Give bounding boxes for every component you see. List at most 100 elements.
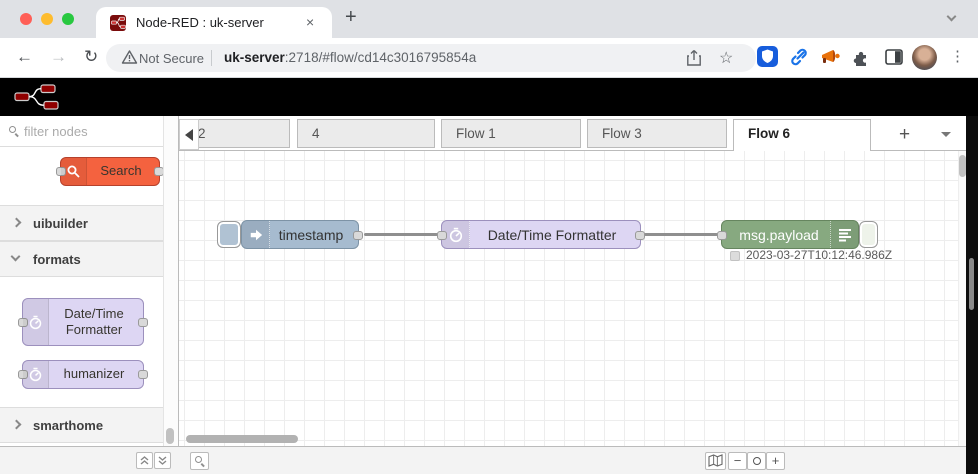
category-label: smarthome (33, 418, 104, 433)
flow-tab-flow6[interactable]: Flow 6 (733, 119, 871, 151)
traffic-minimize-button[interactable] (41, 13, 53, 25)
palette-node-search[interactable]: Search (56, 157, 164, 186)
category-label: formats (33, 252, 81, 267)
palette-category-smarthome[interactable]: smarthome (0, 407, 163, 443)
canvas-horizontal-scrollbar-thumb[interactable] (186, 435, 298, 443)
add-flow-button[interactable]: + (899, 124, 911, 145)
browser-tab[interactable]: Node-RED : uk-server × (96, 7, 332, 38)
node-datetime-formatter[interactable]: Date/Time Formatter (437, 220, 645, 249)
node-label: Date/Time Formatter (487, 226, 617, 243)
forward-button[interactable]: → (50, 47, 67, 66)
wire[interactable] (364, 233, 438, 236)
node-status-indicator (730, 251, 740, 261)
node-status-text: 2023-03-27T10:12:46.986Z (746, 248, 893, 262)
node-label: msg.payload (739, 226, 819, 243)
zoom-out-label: − (733, 453, 742, 468)
workspace: 2 4 Flow 1 Flow 3 Flow 6 + t (178, 116, 967, 474)
tab-close-icon[interactable]: × (306, 14, 315, 30)
node-input-port[interactable] (18, 318, 28, 327)
bitwarden-extension-icon[interactable] (757, 46, 778, 67)
back-button[interactable]: ← (16, 47, 33, 66)
browser-menu-icon[interactable]: ⋮ (950, 48, 965, 65)
node-palette: Search uibuilder formats Date/Time Forma… (0, 116, 164, 446)
new-tab-button[interactable]: + (345, 6, 357, 28)
zoom-in-label: + (771, 453, 780, 468)
palette-filter-row (0, 116, 163, 147)
palette-node-humanizer[interactable]: humanizer (18, 360, 148, 389)
zoom-reset-button[interactable] (747, 452, 766, 470)
node-output-port[interactable] (138, 370, 148, 379)
node-debug-msg-payload[interactable]: msg.payload (717, 220, 859, 249)
address-bar[interactable]: Not Secure uk-server:2718/#flow/cd14c301… (106, 44, 756, 72)
flow-tabs: 2 4 Flow 1 Flow 3 Flow 6 + (199, 116, 967, 151)
node-red-header: Node-RED Deploy (0, 78, 978, 190)
flow-tab-flow3[interactable]: Flow 3 (587, 119, 727, 148)
flow-tab-2[interactable]: 2 (199, 119, 290, 148)
triangle-left-icon (185, 128, 193, 141)
reload-button[interactable]: ↻ (84, 47, 99, 66)
canvas-search-button[interactable] (190, 452, 209, 470)
flow-tab-4[interactable]: 4 (297, 119, 435, 148)
navigator-toggle-button[interactable] (705, 452, 726, 470)
node-output-port[interactable] (353, 231, 363, 240)
window-scrollbar-thumb[interactable] (969, 258, 974, 310)
expand-all-categories-button[interactable] (154, 452, 171, 469)
collapse-all-categories-button[interactable] (136, 452, 153, 469)
palette-node-label: Search (100, 163, 142, 179)
extensions-puzzle-icon[interactable] (852, 47, 872, 67)
node-inject-timestamp[interactable]: timestamp (241, 220, 363, 249)
palette-node-datetime-formatter[interactable]: Date/Time Formatter (18, 298, 148, 346)
palette-scrollbar-thumb[interactable] (166, 428, 174, 444)
chevron-down-icon (10, 251, 21, 262)
browser-tab-title: Node-RED : uk-server (136, 15, 264, 30)
traffic-zoom-button[interactable] (62, 13, 74, 25)
share-icon[interactable] (686, 49, 702, 67)
flow-list-caret-icon[interactable] (941, 132, 951, 137)
flow-tab-flow1[interactable]: Flow 1 (441, 119, 581, 148)
canvas-vertical-scrollbar-thumb[interactable] (959, 155, 966, 177)
flow-canvas[interactable]: timestamp Date/Time Formatter (179, 151, 967, 446)
browser-toolbar: ← → ↻ Not Secure uk-server:2718/#flow/cd… (0, 38, 978, 78)
search-node-icon (61, 158, 87, 185)
filter-nodes-input[interactable] (0, 116, 163, 146)
node-label: timestamp (278, 226, 344, 243)
category-label: uibuilder (33, 216, 88, 231)
zoom-reset-icon (752, 457, 761, 465)
timer-icon (23, 299, 49, 345)
zoom-in-button[interactable]: + (766, 452, 785, 470)
node-input-port[interactable] (717, 231, 727, 240)
url-text[interactable]: uk-server:2718/#flow/cd14c3016795854a (224, 50, 476, 65)
chevron-right-icon (11, 419, 22, 430)
traffic-close-button[interactable] (20, 13, 32, 25)
node-input-port[interactable] (18, 370, 28, 379)
chevron-down-icon[interactable] (946, 11, 957, 22)
wire[interactable] (644, 233, 718, 236)
browser-tabbar: Node-RED : uk-server × + (0, 0, 978, 38)
profile-avatar[interactable] (912, 45, 937, 70)
palette-category-uibuilder[interactable]: uibuilder (0, 205, 163, 241)
tab-scroll-left-button[interactable] (179, 119, 199, 150)
url-path: :2718/#flow/cd14c3016795854a (284, 50, 477, 65)
zoom-out-button[interactable]: − (728, 452, 747, 470)
node-output-port[interactable] (138, 318, 148, 327)
node-input-port[interactable] (56, 167, 66, 176)
node-red-logo (14, 84, 60, 110)
node-output-port[interactable] (635, 231, 645, 240)
palette-node-label: humanizer (63, 366, 125, 382)
inject-arrow-icon (242, 221, 270, 248)
inject-trigger-button[interactable] (217, 221, 241, 248)
palette-scrollbar[interactable] (163, 116, 178, 446)
node-input-port[interactable] (437, 231, 447, 240)
bookmark-star-icon[interactable]: ☆ (719, 50, 734, 67)
security-label: Not Secure (139, 51, 205, 66)
link-extension-icon[interactable] (789, 47, 809, 67)
megaphone-extension-icon[interactable] (820, 47, 842, 67)
canvas-vertical-scrollbar[interactable] (958, 151, 967, 446)
flow-tabstrip: 2 4 Flow 1 Flow 3 Flow 6 + (179, 116, 967, 151)
omnibox-divider (211, 50, 212, 66)
node-red-favicon (110, 15, 126, 31)
side-panel-icon[interactable] (884, 47, 904, 67)
debug-toggle-button[interactable] (859, 221, 878, 248)
palette-category-formats[interactable]: formats (0, 241, 163, 277)
